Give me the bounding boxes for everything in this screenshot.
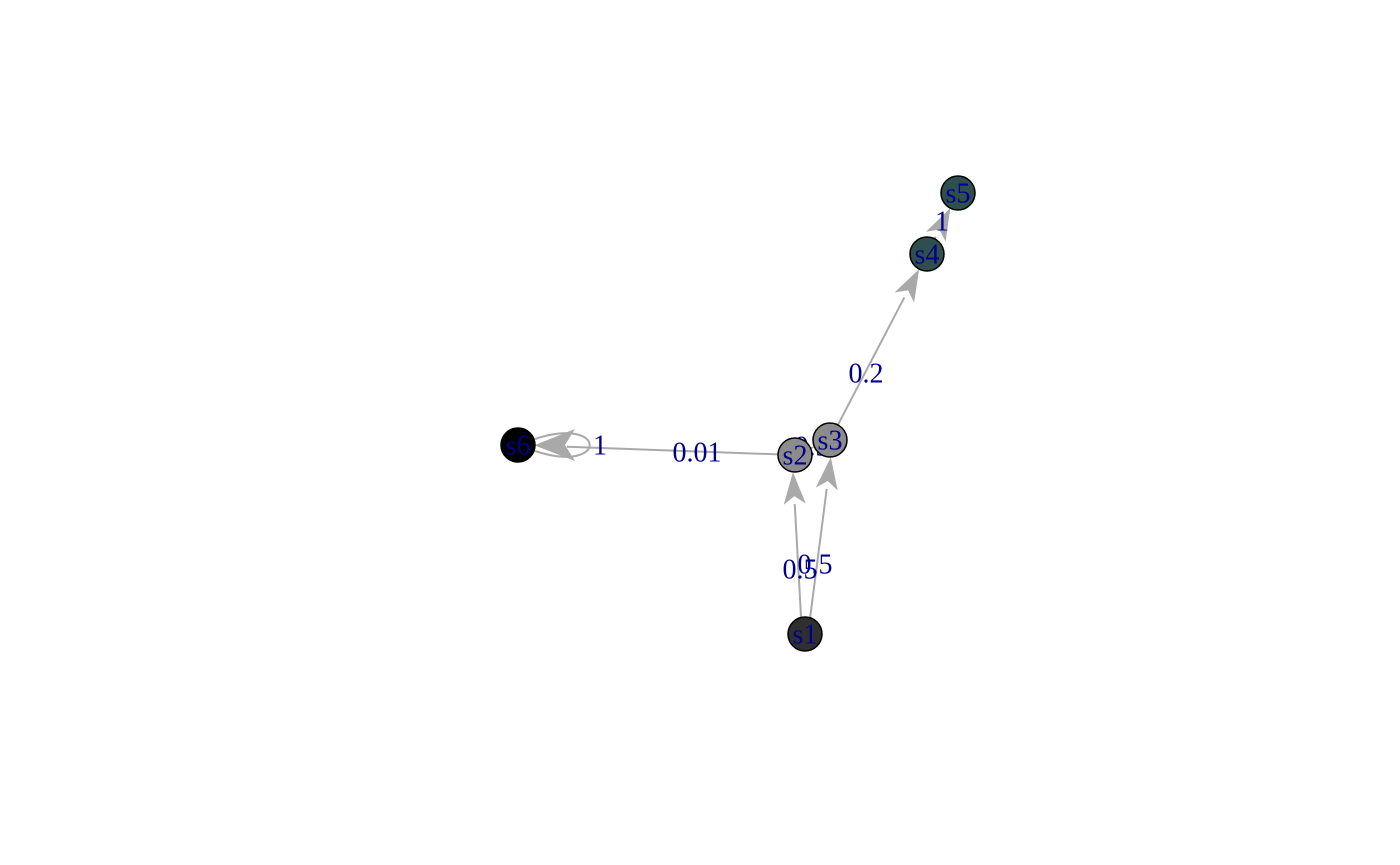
node-s5 xyxy=(940,175,976,211)
edges-layer xyxy=(534,208,951,618)
node-label-s2: s2 xyxy=(783,441,808,472)
node-label-s6: s6 xyxy=(506,431,531,462)
edge-label-s6-s6: 1 xyxy=(593,431,607,462)
node-s1 xyxy=(787,616,823,652)
edge-label-s4-s5: 1 xyxy=(935,207,949,238)
edge-labels-layer: 0.50.50.90.010.211 xyxy=(593,207,949,586)
arrowhead-s4-s5 xyxy=(925,208,951,242)
self-loop-edge-s6 xyxy=(534,432,591,458)
node-label-s4: s4 xyxy=(915,240,940,271)
edge-label-s1-s3: 0.5 xyxy=(798,550,833,581)
node-s4 xyxy=(909,236,945,272)
node-label-s3: s3 xyxy=(818,426,843,457)
node-s2 xyxy=(777,437,813,473)
edge-s3-s4 xyxy=(836,296,906,426)
arrowhead-s1-s3 xyxy=(815,457,838,491)
edge-s1-s3 xyxy=(809,488,828,618)
arrowhead-s6-s6 xyxy=(535,429,575,461)
node-s3 xyxy=(812,422,848,458)
arrowhead-s1-s2 xyxy=(783,472,806,505)
edge-label-s2-s6: 0.01 xyxy=(673,438,722,469)
arrowhead-s3-s4 xyxy=(894,269,920,303)
node-s6 xyxy=(500,427,536,463)
edge-label-s1-s2: 0.5 xyxy=(783,555,818,586)
node-label-s1: s1 xyxy=(793,620,818,651)
edge-label-s3-s4: 0.2 xyxy=(849,359,884,390)
node-label-s5: s5 xyxy=(946,179,971,210)
edge-s1-s2 xyxy=(793,504,803,618)
edge-s2-s6 xyxy=(566,445,779,456)
